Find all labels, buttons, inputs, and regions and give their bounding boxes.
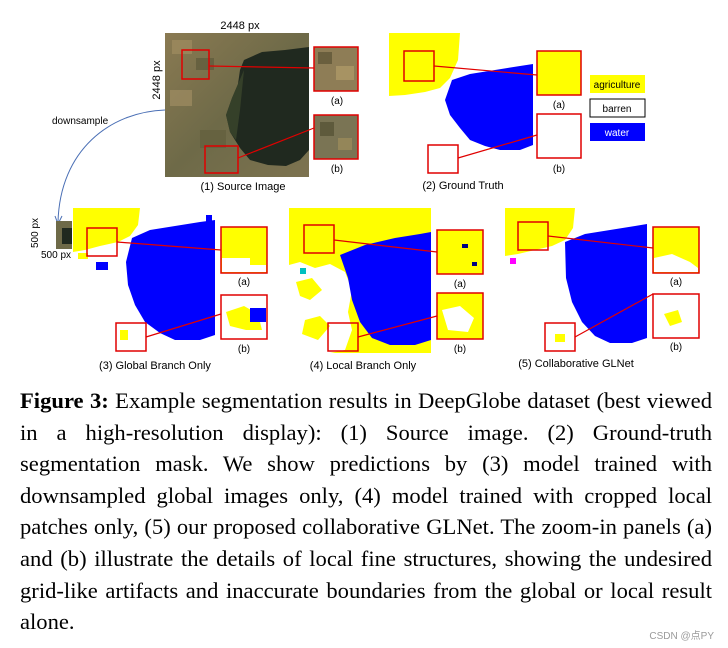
figure-caption: Figure 3: Example segmentation results i… xyxy=(20,385,712,638)
zoom-label-b: (b) xyxy=(331,164,343,175)
gt-zoom-label-a: (a) xyxy=(553,100,565,111)
glnet-zoom-label-a: (a) xyxy=(670,277,682,288)
gt-zoom-a xyxy=(536,50,582,96)
legend: agriculture barren water xyxy=(589,75,646,141)
global-zoom-label-a: (a) xyxy=(238,277,250,288)
gt-zoom-box-b xyxy=(427,144,459,174)
legend-swatch-barren xyxy=(589,98,646,118)
panel-label-local-branch: (4) Local Branch Only xyxy=(310,360,417,372)
gt-zoom-label-b: (b) xyxy=(553,164,565,175)
legend-swatch-water xyxy=(590,123,645,141)
source-zoom-box-b xyxy=(204,145,239,174)
figure-3: (a) (b) 2448 px 2448 px (1) Source Image… xyxy=(30,20,700,372)
small-size-label-vertical: 500 px xyxy=(30,218,41,248)
panel-label-collaborative-glnet: (5) Collaborative GLNet xyxy=(518,358,634,370)
downsample-arrow xyxy=(57,109,166,223)
downsample-label: downsample xyxy=(52,116,109,127)
gt-water xyxy=(445,64,533,150)
legend-label-water: water xyxy=(604,128,630,139)
local-zoom-label-a: (a) xyxy=(454,279,466,290)
panel-collaborative-glnet: (a) (b) (5) Collaborative GLNet xyxy=(505,208,700,370)
source-size-label: 2448 px xyxy=(220,20,260,32)
source-water xyxy=(226,47,309,166)
caption-label: Figure 3: xyxy=(20,388,109,413)
panel-local-branch: (a) (b) (4) Local Branch Only xyxy=(289,208,484,372)
global-zoom-label-b: (b) xyxy=(238,344,250,355)
local-zoom-box-a xyxy=(303,224,335,254)
local-zoom-label-b: (b) xyxy=(454,344,466,355)
local-zoom-a xyxy=(436,229,484,275)
panel-label-ground-truth: (2) Ground Truth xyxy=(422,180,503,192)
source-zoom-b xyxy=(313,114,359,160)
panel-source-image: (a) (b) 2448 px 2448 px (1) Source Image xyxy=(151,20,359,193)
panel-ground-truth: (a) (b) (2) Ground Truth xyxy=(389,33,582,192)
zoom-label-a: (a) xyxy=(331,96,343,107)
legend-label-agriculture: agriculture xyxy=(594,80,641,91)
panel-label-global-branch: (3) Global Branch Only xyxy=(99,360,211,372)
panel-label-source: (1) Source Image xyxy=(201,181,286,193)
watermark: CSDN @点PY xyxy=(649,631,714,642)
small-size-label: 500 px xyxy=(41,250,71,261)
gt-zoom-b xyxy=(536,113,582,159)
legend-swatch-agriculture xyxy=(590,75,645,93)
source-size-label-vertical: 2448 px xyxy=(151,60,163,100)
panel-global-branch: (a) (b) (3) Global Branch Only xyxy=(73,208,268,372)
panel-downsampled-input: 500 px 500 px xyxy=(30,218,72,261)
source-zoom-box-a xyxy=(181,49,210,80)
caption-text: Example segmentation results in DeepGlob… xyxy=(20,388,712,635)
legend-label-barren: barren xyxy=(603,104,632,115)
glnet-zoom-label-b: (b) xyxy=(670,342,682,353)
